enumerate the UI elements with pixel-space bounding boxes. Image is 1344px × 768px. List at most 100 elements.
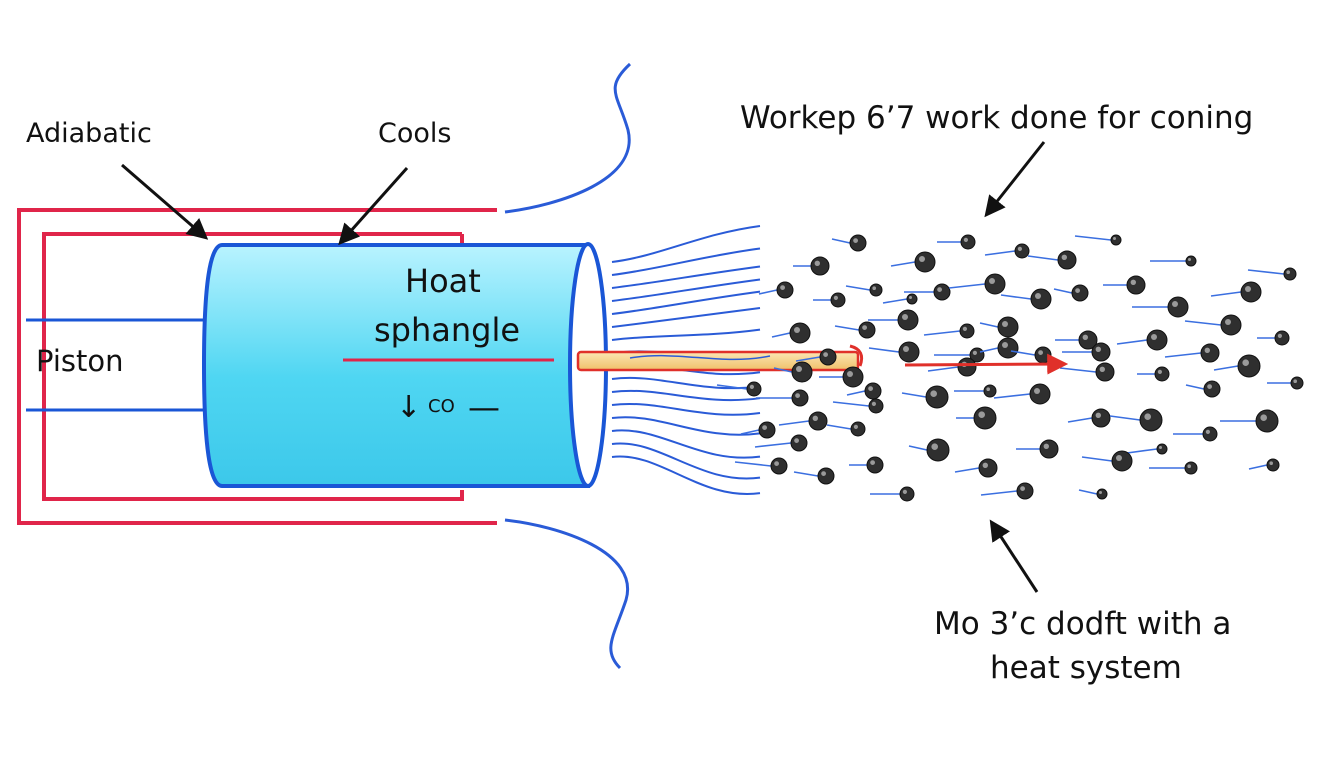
gas-particle (1154, 366, 1170, 382)
particle-trail (948, 283, 986, 289)
particle-trail (832, 401, 870, 407)
gas-particle (997, 337, 1019, 359)
particle-highlight (823, 352, 828, 357)
gas-particle (1167, 296, 1189, 318)
flow-line (611, 328, 761, 341)
particle-trail (908, 445, 928, 451)
particle-highlight (1269, 461, 1273, 466)
particle-highlight (1225, 319, 1231, 325)
particle-trail (1078, 489, 1098, 495)
particle-highlight (1075, 288, 1080, 293)
gas-particle (850, 421, 866, 437)
gas-particle (1034, 346, 1052, 364)
flow-line (611, 389, 761, 402)
particle-highlight (870, 460, 875, 465)
particle-highlight (1002, 342, 1008, 348)
particle-highlight (1245, 286, 1251, 292)
gas-particle (1091, 342, 1111, 362)
gas-particle (983, 384, 997, 398)
flow-line (611, 247, 761, 276)
particle-highlight (1095, 412, 1102, 418)
gas-particle (1156, 443, 1168, 455)
gas-particle (1184, 461, 1198, 475)
particle-highlight (902, 314, 908, 320)
gas-particle (770, 457, 788, 475)
particle-trail (773, 367, 793, 373)
particle-trail (1109, 415, 1141, 421)
particle-highlight (1082, 334, 1089, 340)
gas-particle (1110, 234, 1122, 246)
particle-highlight (795, 393, 800, 398)
particle-trail (846, 390, 866, 396)
particle-highlight (1205, 429, 1210, 434)
hot-rod (576, 344, 864, 372)
particle-trail (1185, 384, 1205, 390)
gas-particle (957, 357, 977, 377)
particle-highlight (903, 346, 909, 352)
particle-highlight (833, 295, 839, 300)
particle-highlight (1038, 350, 1043, 355)
gas-particle (808, 411, 828, 431)
particle-highlight (989, 278, 995, 284)
gas-particle (997, 316, 1019, 338)
gas-particle (897, 309, 919, 331)
flow-line (611, 306, 761, 328)
particle-trail (868, 347, 900, 353)
particle-highlight (1061, 254, 1068, 260)
particle-highlight (919, 256, 925, 262)
particle-highlight (986, 387, 990, 392)
particle-highlight (749, 384, 755, 389)
particle-highlight (978, 411, 985, 419)
gas-particle (817, 467, 835, 485)
particle-highlight (812, 415, 818, 421)
gas-particle (858, 321, 876, 339)
particle-trail (1000, 294, 1032, 300)
gas-particle (1202, 426, 1218, 442)
gas-particle (1266, 458, 1280, 472)
particle-highlight (1113, 237, 1116, 240)
flow-line (611, 265, 761, 289)
gas-particle (849, 234, 867, 252)
gas-particle (810, 256, 830, 276)
flow-line (611, 416, 761, 436)
particle-trail (979, 322, 999, 328)
gas-particle (1200, 343, 1220, 363)
particle-trail (890, 261, 916, 267)
gas-particle (984, 273, 1006, 295)
piston-rod (26, 318, 210, 412)
gas-particle (842, 366, 864, 388)
particle-trail (1210, 291, 1242, 297)
particle-highlight (871, 401, 877, 406)
gas-particle (830, 292, 846, 308)
particle-highlight (1286, 270, 1290, 275)
particle-trail (901, 392, 927, 398)
particle-highlight (1002, 321, 1008, 327)
particle-highlight (931, 443, 938, 451)
particle-highlight (909, 296, 912, 299)
particle-highlight (1172, 301, 1178, 307)
particle-trail (882, 298, 908, 304)
particle-trail (1067, 417, 1093, 423)
particle-trail (734, 461, 772, 467)
dash-mark: — (468, 388, 500, 426)
particle-highlight (1034, 388, 1040, 394)
particle-highlight (1151, 334, 1157, 340)
particle-trail (831, 238, 851, 244)
particle-trail (1010, 350, 1036, 356)
particle-trail (771, 332, 791, 338)
gas-particle (973, 406, 997, 430)
particle-highlight (1116, 455, 1122, 461)
particle-highlight (821, 471, 826, 476)
heat-label-line2: sphangle (374, 311, 521, 349)
gas-particle (1029, 383, 1051, 405)
particle-highlight (1020, 486, 1025, 491)
particle-highlight (872, 286, 876, 291)
flow-line (611, 290, 761, 315)
particle-trail (984, 250, 1016, 256)
particle-trail (1053, 288, 1073, 294)
particle-highlight (1260, 414, 1267, 422)
particle-highlight (853, 238, 858, 244)
particle-highlight (937, 287, 942, 292)
